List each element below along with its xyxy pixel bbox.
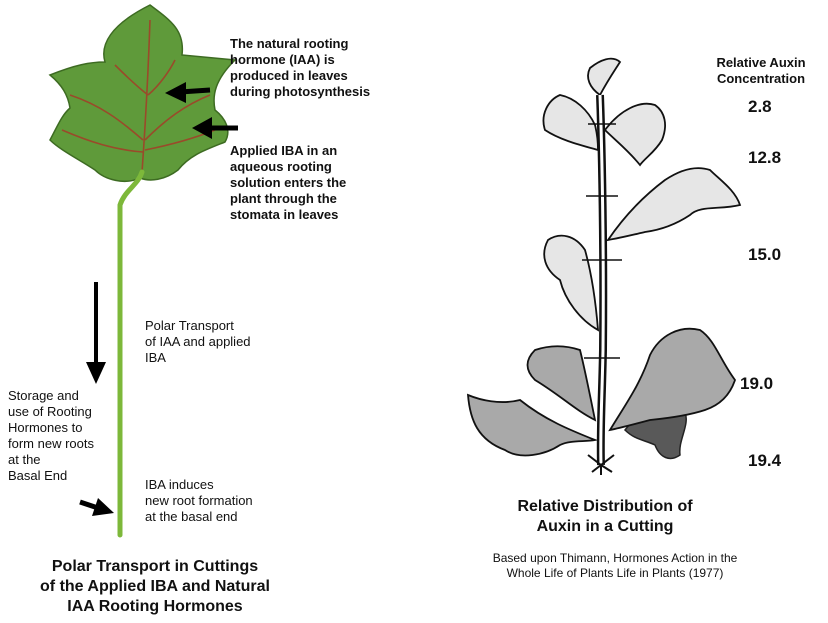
source-credit: Based upon Thimann, Hormones Action in t…: [470, 551, 760, 581]
auxin-value-5: 19.4: [748, 451, 781, 471]
leaf-light-right: [608, 168, 740, 240]
auxin-value-2: 12.8: [748, 148, 781, 168]
leaf-light-left: [544, 236, 598, 330]
auxin-value-4: 19.0: [740, 374, 773, 394]
leaf-mid-right: [610, 329, 735, 430]
concentration-header: Relative Auxin Concentration: [706, 55, 816, 87]
auxin-value-3: 15.0: [748, 245, 781, 265]
leaf-light-upper-left: [543, 95, 598, 150]
apex-bud: [588, 59, 620, 95]
leaf-light-top: [605, 104, 665, 165]
auxin-value-1: 2.8: [748, 97, 772, 117]
right-caption: Relative Distribution of Auxin in a Cutt…: [480, 497, 730, 537]
